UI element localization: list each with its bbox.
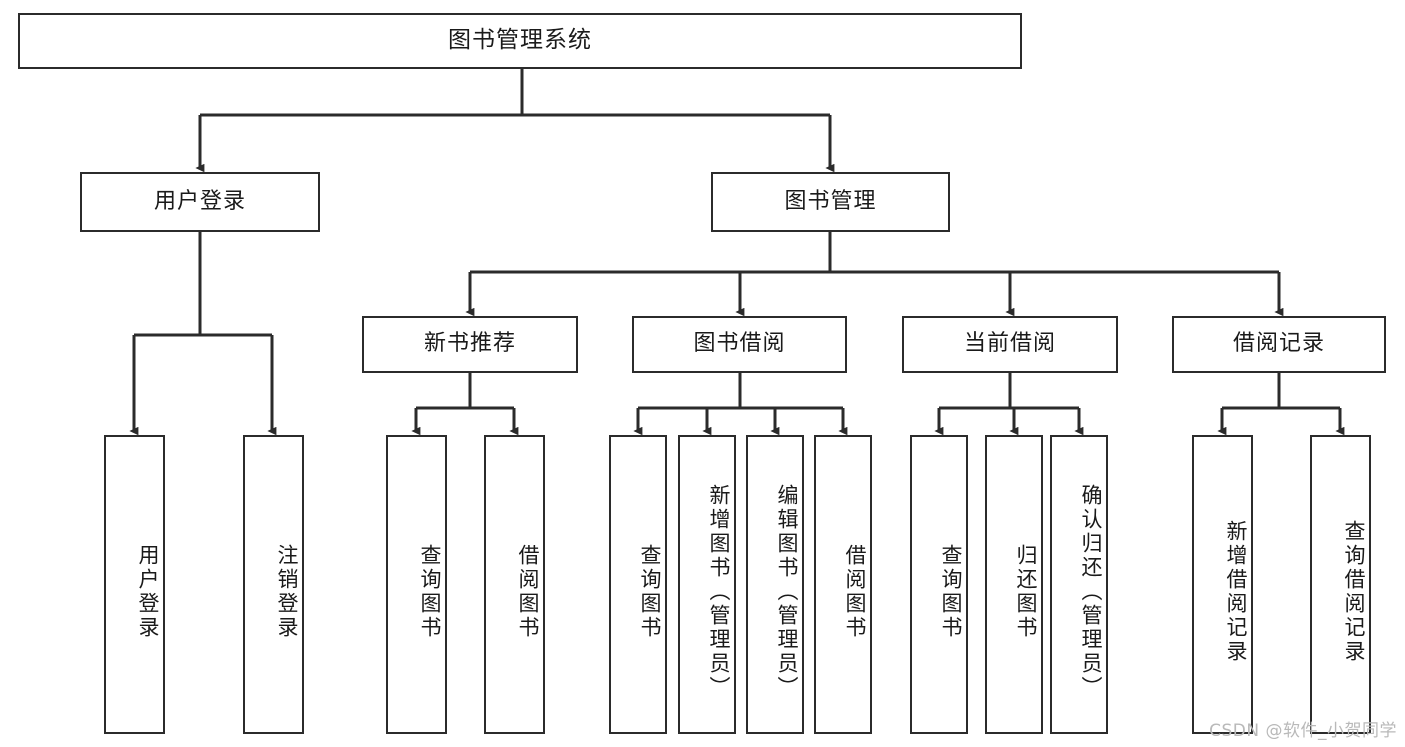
node-borrow-record[interactable]: 借阅记录: [1172, 316, 1386, 373]
node-leaf-query-book-cur[interactable]: 查询图书: [910, 435, 968, 734]
node-book-manage[interactable]: 图书管理: [711, 172, 950, 232]
node-leaf-confirm-return-label: 确认归还（管理员）: [1079, 483, 1103, 700]
node-leaf-confirm-return[interactable]: 确认归还（管理员）: [1050, 435, 1108, 734]
node-leaf-add-record-label: 新增借阅记录: [1224, 519, 1248, 664]
csdn-watermark: CSDN @软件_小贺同学: [1209, 721, 1397, 741]
node-new-book-recommend[interactable]: 新书推荐: [362, 316, 578, 373]
node-leaf-query-book-cur-label: 查询图书: [939, 543, 963, 640]
node-book-borrow[interactable]: 图书借阅: [632, 316, 847, 373]
node-leaf-query-book-rec[interactable]: 查询图书: [386, 435, 447, 734]
node-new-book-recommend-label: 新书推荐: [423, 331, 516, 357]
node-borrow-record-label: 借阅记录: [1232, 331, 1325, 357]
node-leaf-borrow-book-brw[interactable]: 借阅图书: [814, 435, 872, 734]
node-leaf-user-logout-label: 注销登录: [275, 543, 299, 640]
node-user-login-label: 用户登录: [153, 188, 246, 214]
node-leaf-query-record[interactable]: 查询借阅记录: [1310, 435, 1371, 734]
node-leaf-return-book[interactable]: 归还图书: [985, 435, 1043, 734]
node-root-label: 图书管理系统: [448, 27, 592, 54]
node-root[interactable]: 图书管理系统: [18, 13, 1022, 69]
node-leaf-borrow-book-brw-label: 借阅图书: [843, 543, 867, 640]
node-leaf-user-login-label: 用户登录: [136, 543, 160, 640]
node-book-manage-label: 图书管理: [784, 188, 877, 214]
node-leaf-edit-book-label: 编辑图书（管理员）: [775, 483, 799, 700]
node-leaf-query-record-label: 查询借阅记录: [1342, 519, 1366, 664]
node-current-borrow[interactable]: 当前借阅: [902, 316, 1118, 373]
node-leaf-query-book-brw-label: 查询图书: [638, 543, 662, 640]
node-book-borrow-label: 图书借阅: [693, 331, 786, 357]
node-leaf-user-logout[interactable]: 注销登录: [243, 435, 304, 734]
node-user-login[interactable]: 用户登录: [80, 172, 320, 232]
node-leaf-query-book-brw[interactable]: 查询图书: [609, 435, 667, 734]
node-leaf-add-book-label: 新增图书（管理员）: [707, 483, 731, 700]
node-leaf-borrow-book-rec[interactable]: 借阅图书: [484, 435, 545, 734]
node-leaf-user-login[interactable]: 用户登录: [104, 435, 165, 734]
node-current-borrow-label: 当前借阅: [963, 331, 1056, 357]
node-leaf-query-book-rec-label: 查询图书: [418, 543, 442, 640]
node-leaf-edit-book[interactable]: 编辑图书（管理员）: [746, 435, 804, 734]
node-leaf-borrow-book-rec-label: 借阅图书: [516, 543, 540, 640]
node-leaf-return-book-label: 归还图书: [1014, 543, 1038, 640]
node-leaf-add-record[interactable]: 新增借阅记录: [1192, 435, 1253, 734]
node-leaf-add-book[interactable]: 新增图书（管理员）: [678, 435, 736, 734]
